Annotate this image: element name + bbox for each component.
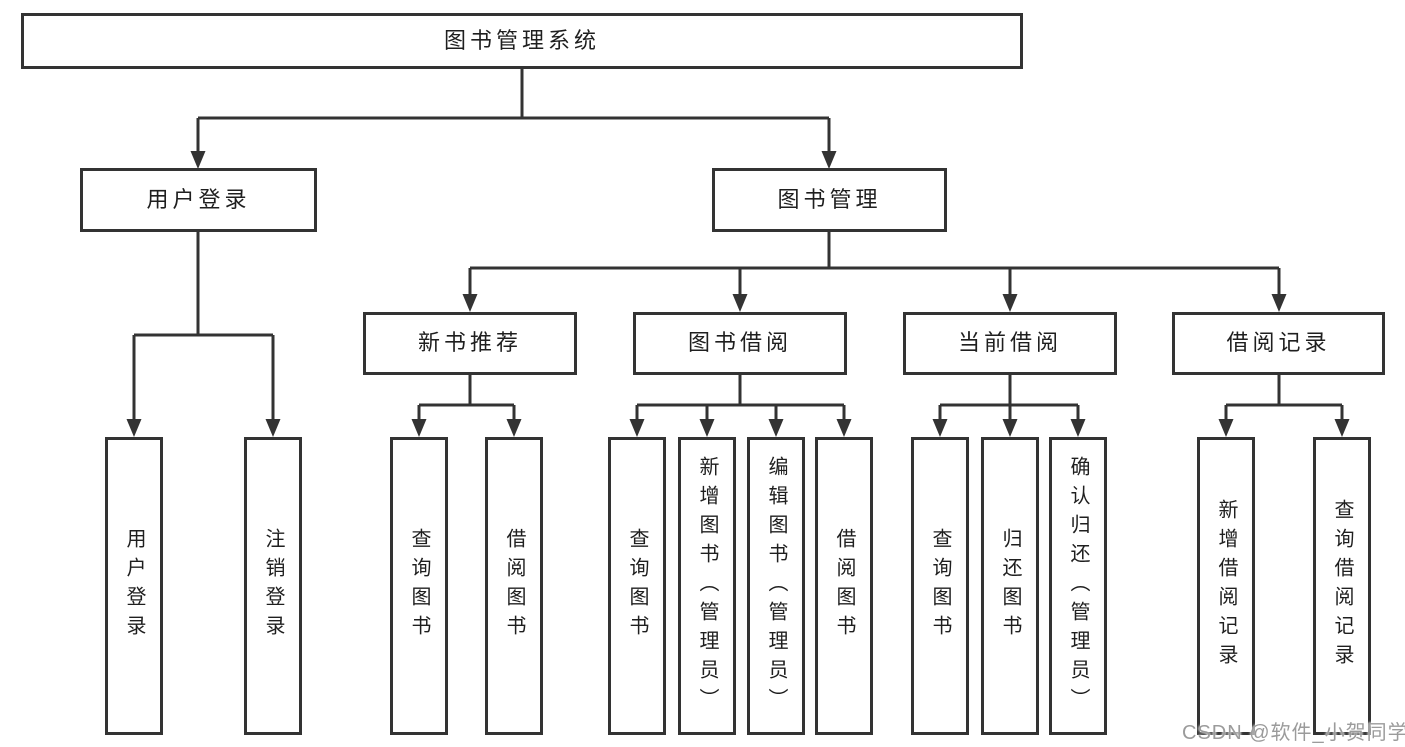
connectors-root-to-level2 bbox=[190, 69, 837, 169]
node-label: 图书借阅 bbox=[687, 330, 792, 356]
node-label: 新书推荐 bbox=[417, 330, 522, 356]
node-label: 借阅记录 bbox=[1226, 330, 1331, 356]
node-label: 当前借阅 bbox=[957, 330, 1062, 356]
leaf-query-books-recommend: 查询图书 bbox=[390, 437, 448, 735]
connectors-book-borrowing-to-leaves bbox=[629, 375, 852, 437]
leaf-label: 用户登录 bbox=[123, 528, 145, 644]
leaf-query-borrow-record: 查询借阅记录 bbox=[1313, 437, 1371, 735]
node-label: 用户登录 bbox=[146, 186, 251, 212]
leaf-confirm-return-admin: 确认归还（管理员） bbox=[1049, 437, 1107, 735]
node-book-management: 图书管理 bbox=[712, 168, 947, 232]
leaf-label: 归还图书 bbox=[999, 528, 1021, 644]
node-user-login: 用户登录 bbox=[80, 168, 317, 232]
connectors-new-book-recommendation-to-leaves bbox=[411, 375, 522, 437]
leaf-borrow-books-recommend: 借阅图书 bbox=[485, 437, 543, 735]
leaf-borrow-books-borrowing: 借阅图书 bbox=[815, 437, 873, 735]
leaf-query-books-current: 查询图书 bbox=[911, 437, 969, 735]
leaf-add-borrow-record: 新增借阅记录 bbox=[1197, 437, 1255, 735]
node-label: 图书管理系统 bbox=[443, 27, 600, 53]
leaf-label: 查询图书 bbox=[408, 528, 430, 644]
node-borrowing-records: 借阅记录 bbox=[1172, 312, 1385, 375]
node-root-library-system: 图书管理系统 bbox=[21, 13, 1023, 69]
leaf-label: 注销登录 bbox=[262, 528, 284, 644]
leaf-label: 新增借阅记录 bbox=[1215, 499, 1237, 673]
leaf-label: 借阅图书 bbox=[503, 528, 525, 644]
leaf-label: 借阅图书 bbox=[833, 528, 855, 644]
leaf-return-books: 归还图书 bbox=[981, 437, 1039, 735]
connectors-borrowing-records-to-leaves bbox=[1218, 375, 1350, 437]
node-new-book-recommendation: 新书推荐 bbox=[363, 312, 577, 375]
leaf-query-books-borrowing: 查询图书 bbox=[608, 437, 666, 735]
leaf-label: 查询图书 bbox=[626, 528, 648, 644]
leaf-add-book-admin: 新增图书（管理员） bbox=[678, 437, 736, 735]
leaf-label: 查询图书 bbox=[929, 528, 951, 644]
connectors-book-management-to-level3 bbox=[462, 232, 1287, 312]
node-current-borrowing: 当前借阅 bbox=[903, 312, 1117, 375]
leaf-edit-book-admin: 编辑图书（管理员） bbox=[747, 437, 805, 735]
connectors-user-login-to-leaves bbox=[126, 232, 281, 437]
leaf-user-login: 用户登录 bbox=[105, 437, 163, 735]
node-book-borrowing: 图书借阅 bbox=[633, 312, 847, 375]
connectors-current-borrowing-to-leaves bbox=[932, 375, 1086, 437]
leaf-label: 查询借阅记录 bbox=[1331, 499, 1353, 673]
node-label: 图书管理 bbox=[777, 186, 882, 212]
leaf-logout: 注销登录 bbox=[244, 437, 302, 735]
csdn-watermark: CSDN @软件_小贺同学 bbox=[1182, 722, 1405, 744]
leaf-label: 新增图书（管理员） bbox=[696, 455, 718, 717]
leaf-label: 确认归还（管理员） bbox=[1067, 455, 1089, 717]
leaf-label: 编辑图书（管理员） bbox=[765, 455, 787, 717]
